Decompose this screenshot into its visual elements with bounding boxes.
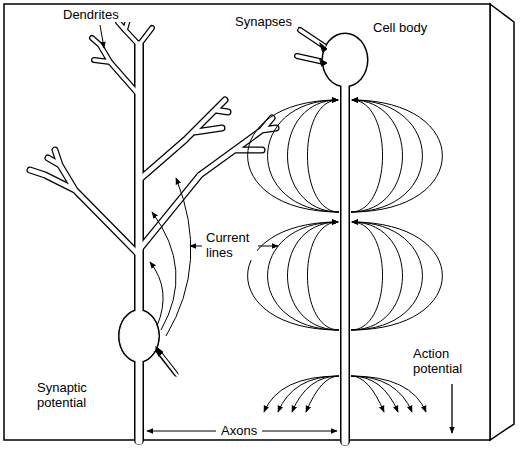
cell-body-label: Cell body xyxy=(372,20,452,35)
axons-label: Axons xyxy=(220,423,260,438)
left-neuron xyxy=(30,20,276,441)
block-side xyxy=(490,4,514,440)
right-neuron xyxy=(297,30,369,442)
block-front xyxy=(4,4,490,440)
label-anchor: Current lines xyxy=(205,230,257,260)
synapses-label: Synapses xyxy=(234,14,298,29)
synaptic-current-lines xyxy=(150,178,191,336)
dendrites-label: Dendrites xyxy=(62,7,142,22)
label-anchor: Synaptic potential xyxy=(36,380,106,410)
leader-lines xyxy=(100,25,452,433)
label-anchor: Cell body xyxy=(372,20,452,35)
label-anchor: Axons xyxy=(220,423,260,438)
current-lines-label: Current lines xyxy=(205,230,257,260)
label-anchor: Action potential xyxy=(412,346,482,376)
label-anchor: Dendrites xyxy=(62,7,142,22)
synaptic-potential-label: Synaptic potential xyxy=(36,380,106,410)
action-potential-label: Action potential xyxy=(412,346,482,376)
label-anchor: Synapses xyxy=(234,14,298,29)
